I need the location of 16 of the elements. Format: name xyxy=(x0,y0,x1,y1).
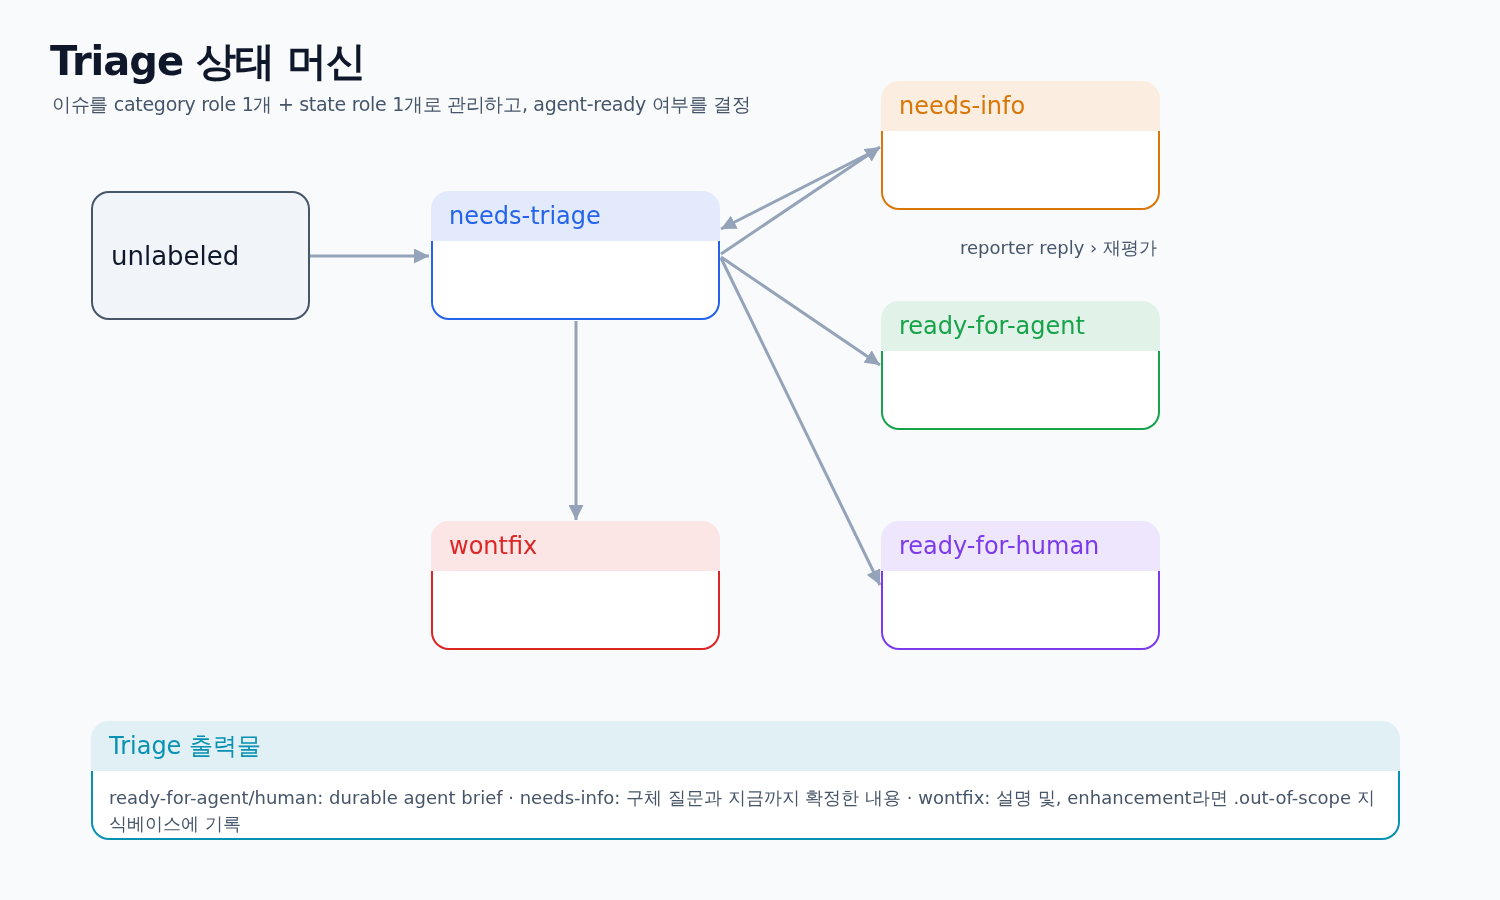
arrow xyxy=(310,248,429,264)
arrow xyxy=(720,145,881,256)
diagram-subtitle: 이슈를 category role 1개 + state role 1개로 관리하고, agent-ready 여부를 결정 xyxy=(52,92,751,117)
state-header: ready-for-agent xyxy=(881,301,1160,351)
arrow xyxy=(568,321,584,520)
state-box: unlabeled xyxy=(91,191,310,320)
state-header: ready-for-human xyxy=(881,521,1160,571)
output-description: ready-for-agent/human: durable agent brief · needs-info: 구체 질문과 지금까지 확정한 내용 · wontfix: 설명 및, enhancement라면 .out-of-scope 지식베이스에 기록 xyxy=(109,786,1376,836)
state-header: Triage 출력물 xyxy=(91,721,1400,771)
arrow xyxy=(720,147,879,231)
state-header: needs-info xyxy=(881,81,1160,131)
arrow xyxy=(719,257,882,586)
diagram-title: Triage 상태 머신 xyxy=(50,37,365,86)
arrow xyxy=(720,255,881,367)
state-header: wontfix xyxy=(431,521,720,571)
state-header: needs-triage xyxy=(431,191,720,241)
